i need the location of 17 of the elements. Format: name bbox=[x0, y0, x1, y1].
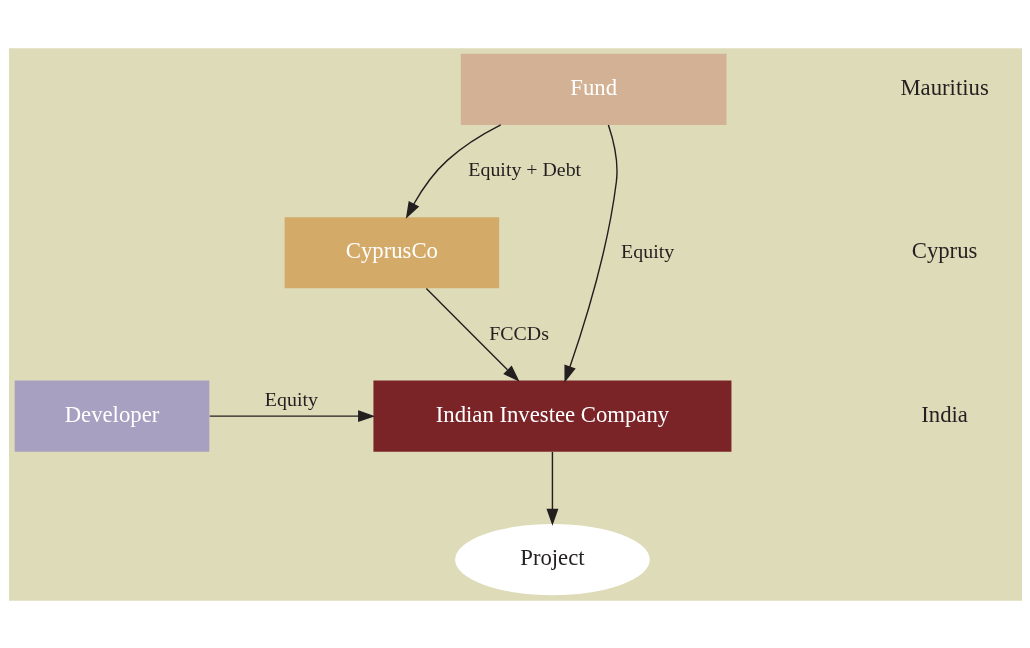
arrow bbox=[208, 409, 375, 422]
label: Mauritius bbox=[899, 74, 989, 100]
node-box: Indian Investee Company bbox=[372, 380, 731, 452]
node-box: Developer bbox=[14, 380, 209, 452]
edge-label: Equity bbox=[620, 239, 674, 262]
node-box: Fund bbox=[460, 53, 726, 125]
arrow bbox=[563, 123, 618, 383]
label: Cyprus bbox=[911, 237, 977, 263]
edge-label: Equity + Debt bbox=[467, 157, 581, 180]
label: India bbox=[920, 401, 968, 427]
arrow bbox=[545, 450, 558, 526]
edge-label: FCCDs bbox=[488, 321, 549, 344]
edge-label: Equity bbox=[264, 387, 318, 410]
arrow bbox=[425, 287, 520, 382]
node-ellipse: Project bbox=[454, 523, 650, 595]
arrow bbox=[405, 123, 501, 219]
node-box: CyprusCo bbox=[284, 216, 499, 288]
